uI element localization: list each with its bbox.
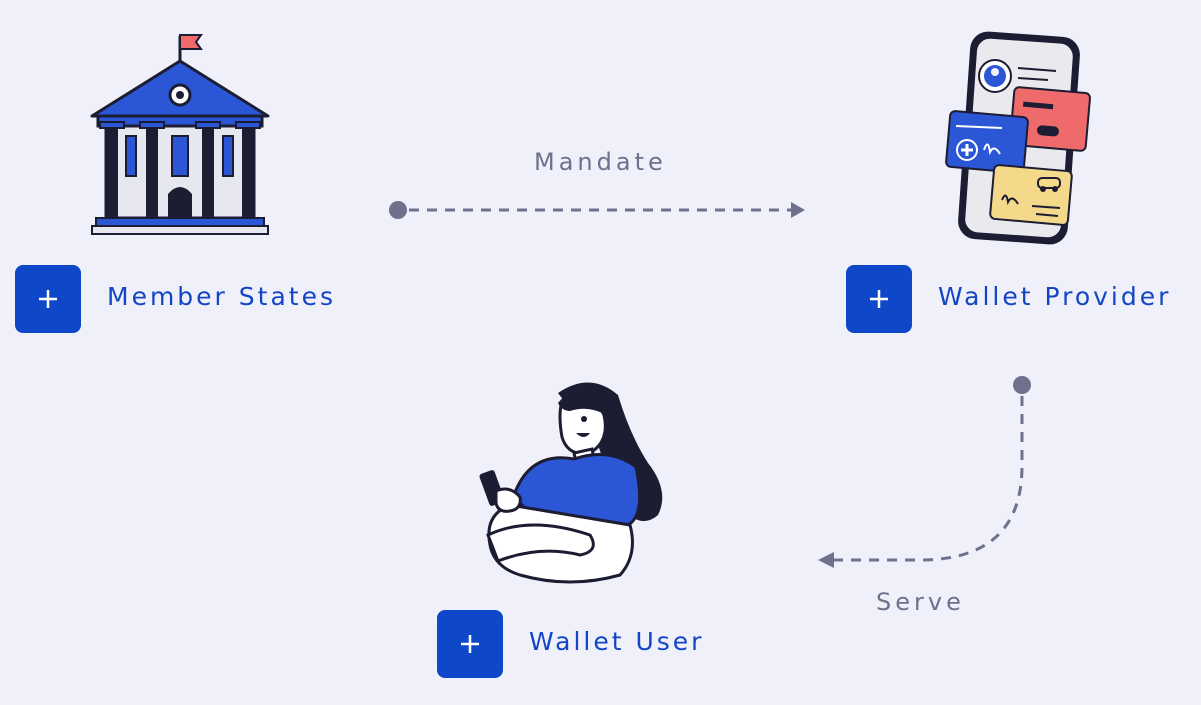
plus-icon	[870, 290, 888, 308]
wallet-user-expand-button[interactable]	[437, 610, 503, 678]
member-states-label[interactable]: Member States	[107, 282, 336, 311]
government-building-icon	[90, 34, 270, 235]
mandate-label: Mandate	[534, 148, 667, 176]
wallet-provider-label[interactable]: Wallet Provider	[938, 282, 1172, 311]
woman-holding-phone-icon	[479, 382, 663, 584]
serve-label: Serve	[876, 588, 965, 616]
member-states-expand-button[interactable]	[15, 265, 81, 333]
phone-with-cards-icon	[945, 31, 1091, 245]
plus-icon	[39, 290, 57, 308]
wallet-user-label[interactable]: Wallet User	[529, 627, 705, 656]
wallet-provider-expand-button[interactable]	[846, 265, 912, 333]
plus-icon	[461, 635, 479, 653]
serve-arrow	[818, 376, 1031, 568]
mandate-arrow	[389, 201, 805, 219]
